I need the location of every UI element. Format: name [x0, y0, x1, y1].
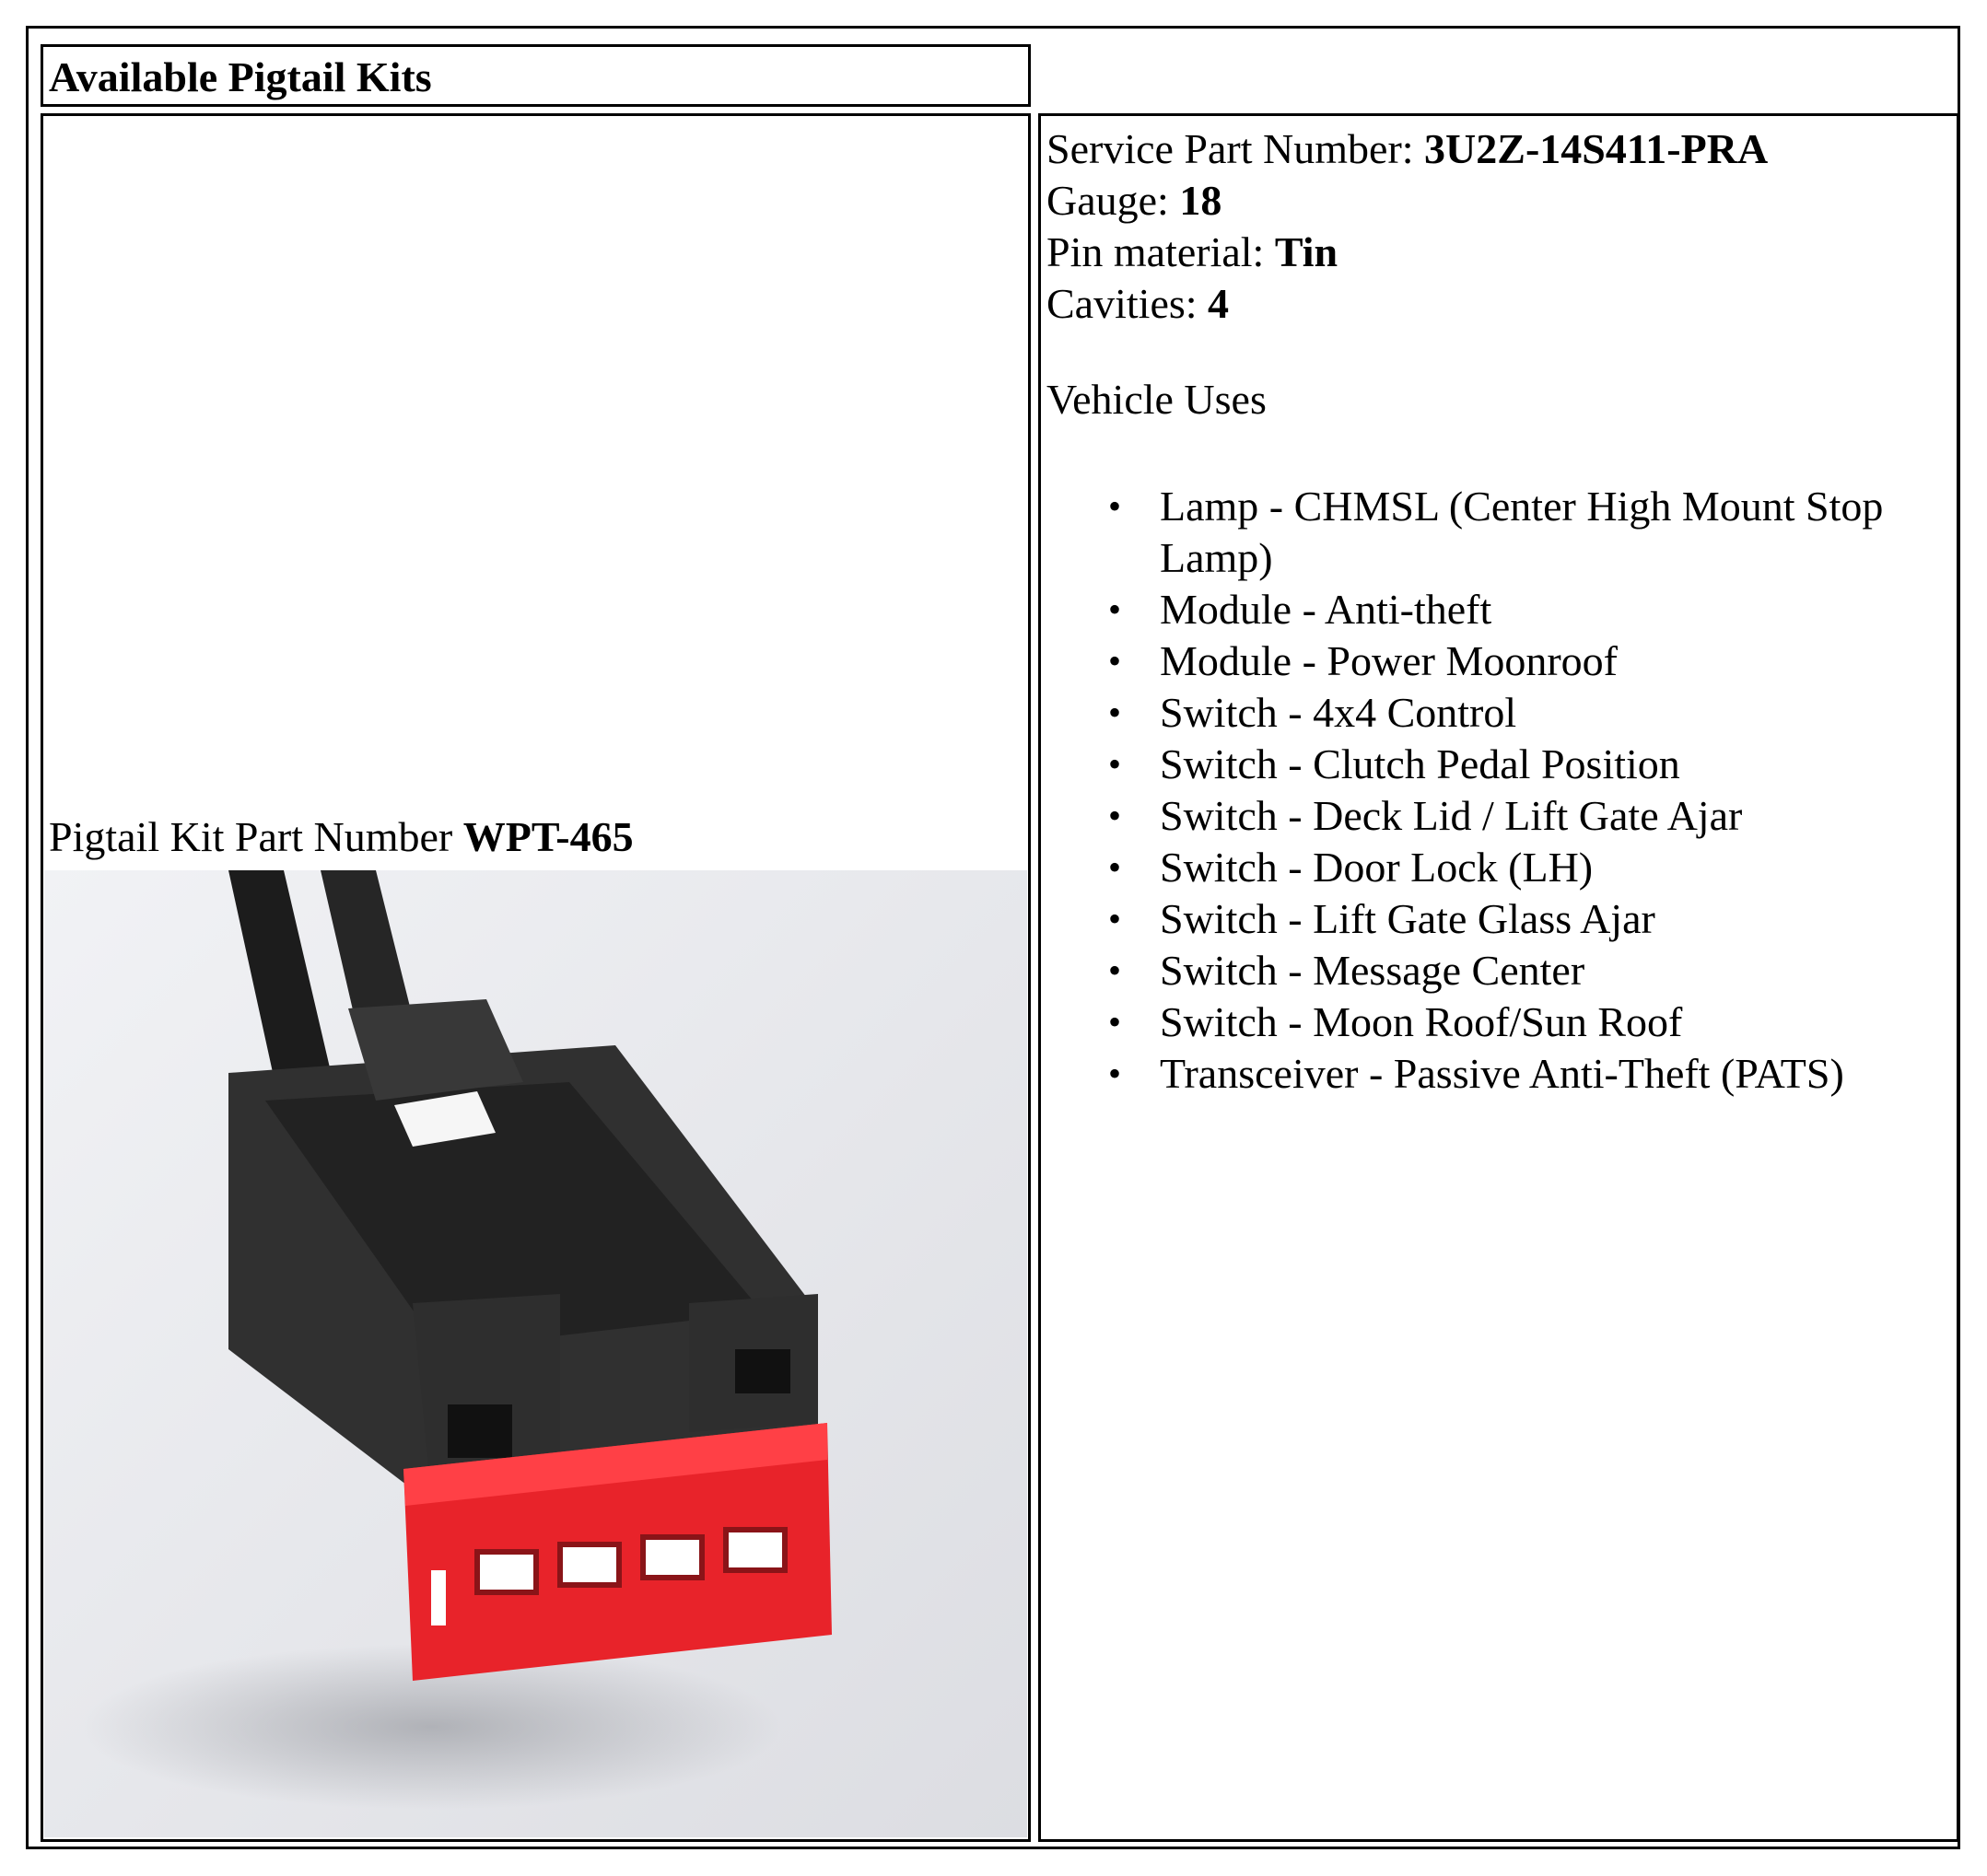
pin-material-value: Tin: [1274, 228, 1338, 275]
list-item: Module - Anti-theft: [1108, 584, 1952, 635]
cavities-label: Cavities:: [1046, 280, 1209, 327]
list-item: Switch - Moon Roof/Sun Roof: [1108, 996, 1952, 1048]
list-item: Switch - 4x4 Control: [1108, 687, 1952, 739]
list-item: Switch - Door Lock (LH): [1108, 842, 1952, 893]
list-item: Lamp - CHMSL (Center High Mount Stop Lam…: [1108, 481, 1952, 584]
list-item: Switch - Lift Gate Glass Ajar: [1108, 893, 1952, 945]
list-item: Switch - Deck Lid / Lift Gate Ajar: [1108, 790, 1952, 842]
pin-material-row: Pin material: Tin: [1046, 227, 1338, 278]
kit-part-line: Pigtail Kit Part Number WPT-465: [49, 812, 634, 862]
kit-part-number: WPT-465: [462, 813, 634, 860]
pin-material-label: Pin material:: [1046, 228, 1275, 275]
cavities-value: 4: [1208, 280, 1230, 327]
connector-illustration: [44, 870, 1027, 1837]
kit-part-label: Pigtail Kit Part Number: [49, 813, 463, 860]
service-part-label: Service Part Number:: [1046, 125, 1425, 172]
service-part-value: 3U2Z-14S411-PRA: [1424, 125, 1769, 172]
connector-photo: [44, 870, 1027, 1837]
gauge-label: Gauge:: [1046, 177, 1180, 224]
details-cell: Service Part Number: 3U2Z-14S411-PRA Gau…: [1038, 113, 1959, 1842]
cavities-row: Cavities: 4: [1046, 278, 1229, 330]
gauge-row: Gauge: 18: [1046, 175, 1221, 227]
page-table: Available Pigtail Kits Pigtail Kit Part …: [26, 26, 1960, 1849]
header-cell: Available Pigtail Kits: [41, 44, 1031, 107]
list-item: Module - Power Moonroof: [1108, 635, 1952, 687]
vehicle-uses-list: Lamp - CHMSL (Center High Mount Stop Lam…: [1041, 481, 1952, 1100]
list-item: Transceiver - Passive Anti-Theft (PATS): [1108, 1048, 1952, 1100]
gauge-value: 18: [1179, 177, 1222, 224]
list-item: Switch - Clutch Pedal Position: [1108, 739, 1952, 790]
service-part-row: Service Part Number: 3U2Z-14S411-PRA: [1046, 123, 1768, 175]
page-title: Available Pigtail Kits: [49, 53, 432, 100]
kit-cell: Pigtail Kit Part Number WPT-465: [41, 113, 1031, 1842]
vehicle-uses-heading: Vehicle Uses: [1046, 376, 1267, 423]
list-item: Switch - Message Center: [1108, 945, 1952, 996]
